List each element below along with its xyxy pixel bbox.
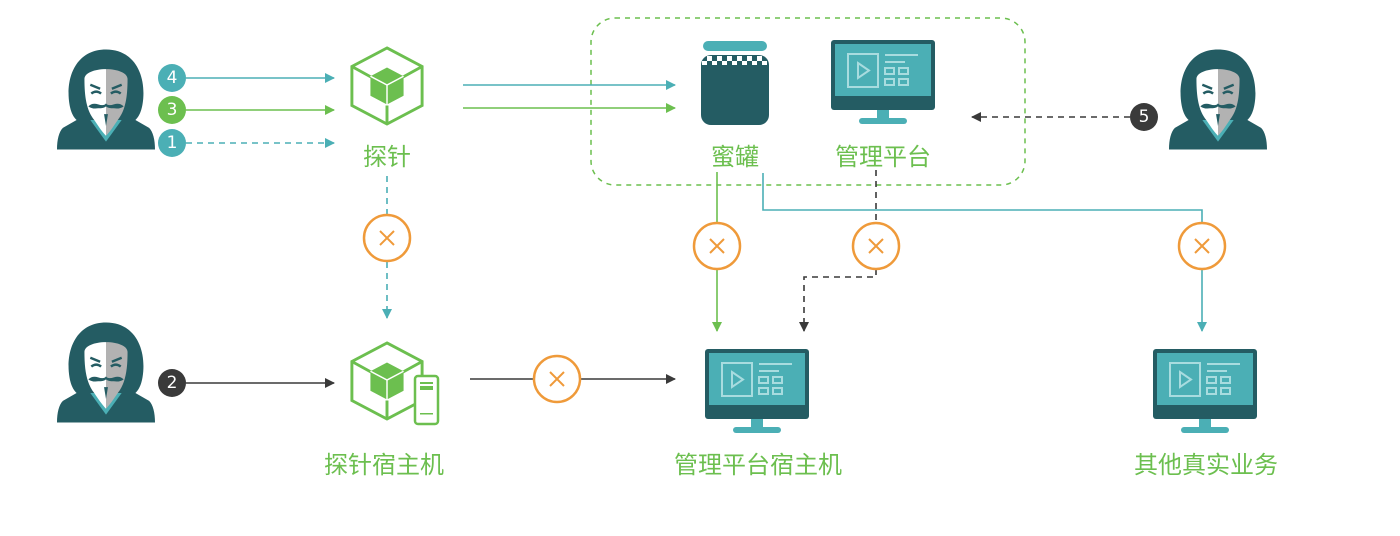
step-badge-5-label: 5 (1139, 107, 1150, 127)
flow-1: 1 (158, 129, 335, 157)
blocked-x-icon (532, 354, 582, 404)
flow-honeypot-to-other-business-blocked (762, 173, 1227, 332)
blocked-x-icon (1177, 221, 1227, 271)
cube-icon (350, 46, 424, 126)
node-other-business: 其他真实业务 (1134, 349, 1278, 479)
step-badge-4 (158, 64, 186, 92)
hacker-icon (57, 321, 155, 423)
node-mgmt-host-label: 管理平台宿主机 (674, 451, 842, 479)
monitor-icon (831, 40, 935, 125)
flow-2: 2 (158, 369, 335, 397)
hacker-icon (1169, 48, 1267, 150)
monitor-icon (705, 349, 809, 434)
step-badge-4-label: 4 (167, 68, 178, 88)
flow-3: 3 (158, 96, 335, 124)
step-badge-3-label: 3 (167, 100, 178, 120)
node-other-business-label: 其他真实业务 (1134, 451, 1278, 479)
node-probe: 探针 (350, 46, 424, 171)
step-badge-2 (158, 369, 186, 397)
cube-server-icon (350, 341, 440, 426)
node-mgmt-platform: 管理平台 (831, 40, 935, 171)
step-badge-1 (158, 129, 186, 157)
node-probe-host: 探针宿主机 (324, 341, 444, 479)
step-badge-3 (158, 96, 186, 124)
flow-probe-host-to-mgmt-host-blocked (470, 354, 676, 404)
honeypot-system-boundary (590, 17, 1026, 186)
blocked-x-icon (362, 213, 412, 263)
flow-mgmt-platform-to-mgmt-host-blocked (799, 170, 901, 332)
step-badge-1-label: 1 (167, 133, 178, 153)
step-badge-2-label: 2 (167, 373, 178, 393)
hacker-icon (57, 48, 155, 150)
node-mgmt-host: 管理平台宿主机 (674, 349, 842, 479)
blocked-x-icon (692, 221, 742, 271)
node-honeypot-label: 蜜罐 (711, 143, 759, 171)
node-probe-host-label: 探针宿主机 (324, 451, 444, 479)
node-probe-label: 探针 (363, 143, 411, 171)
step-badge-5 (1130, 103, 1158, 131)
node-honeypot: 蜜罐 (701, 41, 769, 171)
blocked-x-icon (851, 221, 901, 271)
monitor-icon (1153, 349, 1257, 434)
flow-5: 5 (971, 103, 1158, 131)
node-mgmt-platform-label: 管理平台 (835, 143, 931, 171)
jar-icon (701, 41, 769, 125)
flow-honeypot-to-mgmt-host-blocked (692, 172, 742, 332)
flow-4: 4 (158, 64, 335, 92)
flow-probe-to-probe-host-blocked (362, 176, 412, 319)
